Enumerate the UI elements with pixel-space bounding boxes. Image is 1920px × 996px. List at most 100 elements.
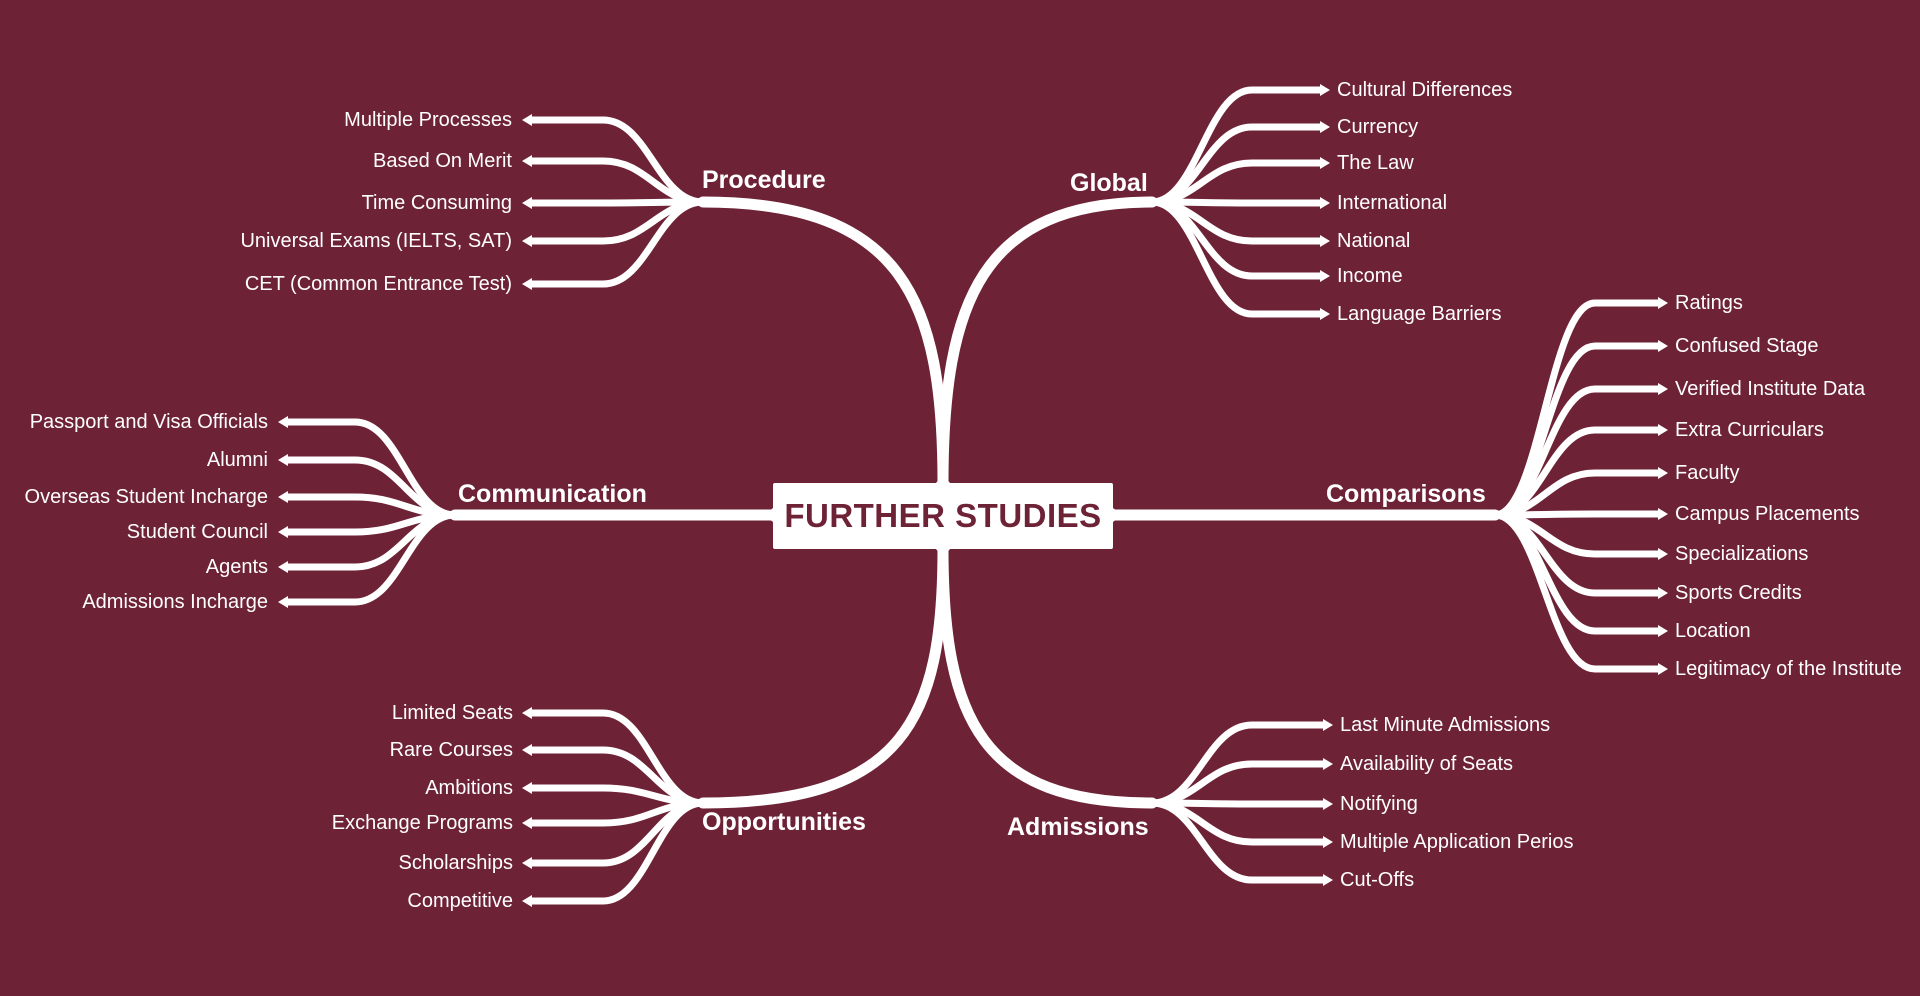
- leaf-arrow-tip: [522, 235, 532, 247]
- leaf-admissions-4: Cut-Offs: [1340, 869, 1415, 891]
- leaf-arrow-tip: [1658, 663, 1668, 675]
- leaf-arrow-tip: [522, 782, 532, 794]
- leaf-arrow-tip: [1320, 235, 1330, 247]
- branch-label-admissions: Admissions: [1007, 813, 1149, 841]
- leaf-communication-5: Admissions Incharge: [82, 591, 268, 613]
- leaf-global-1: Currency: [1337, 116, 1419, 138]
- leaf-arrow-tip: [522, 278, 532, 290]
- leaf-connector-comparisons: [1491, 511, 1664, 673]
- leaf-arrow-tip: [278, 454, 288, 466]
- leaf-arrow-tip: [278, 561, 288, 573]
- leaf-arrow-tip: [522, 895, 532, 907]
- leaf-comparisons-5: Campus Placements: [1675, 503, 1860, 525]
- leaf-arrow-tip: [1658, 625, 1668, 637]
- connector-notch: [936, 474, 950, 483]
- leaf-connector-opportunities: [526, 799, 707, 905]
- leaf-comparisons-1: Confused Stage: [1675, 335, 1819, 357]
- leaf-global-6: Language Barriers: [1337, 303, 1502, 325]
- connector-notch: [764, 508, 773, 522]
- trunk-global: [937, 196, 1158, 489]
- leaf-opportunities-0: Limited Seats: [391, 702, 513, 724]
- leaf-admissions-3: Multiple Application Perios: [1340, 831, 1574, 853]
- leaf-arrow-tip: [278, 596, 288, 608]
- leaf-procedure-0: Multiple Processes: [344, 109, 512, 131]
- leaf-communication-4: Agents: [205, 556, 268, 578]
- leaf-arrow-tip: [1658, 467, 1668, 479]
- leaf-comparisons-4: Faculty: [1675, 462, 1740, 484]
- leaf-global-5: Income: [1337, 265, 1403, 287]
- leaf-arrow-tip: [1320, 121, 1330, 133]
- leaf-arrow-tip: [1320, 197, 1330, 209]
- leaf-arrow-tip: [1320, 308, 1330, 320]
- leaf-connector-admissions: [1148, 799, 1329, 884]
- leaf-connector-procedure: [526, 198, 707, 288]
- leaf-comparisons-7: Sports Credits: [1675, 582, 1802, 604]
- branch-label-procedure: Procedure: [702, 166, 826, 194]
- leaf-arrow-tip: [1658, 508, 1668, 520]
- leaf-arrow-tip: [1323, 874, 1333, 886]
- leaf-procedure-4: CET (Common Entrance Test): [244, 273, 512, 295]
- leaf-global-4: National: [1337, 230, 1411, 252]
- leaf-arrow-tip: [522, 857, 532, 869]
- leaf-comparisons-6: Specializations: [1675, 543, 1809, 565]
- leaf-opportunities-2: Ambitions: [425, 777, 513, 799]
- leaf-arrow-tip: [522, 744, 532, 756]
- leaf-arrow-tip: [1658, 548, 1668, 560]
- leaf-admissions-1: Availability of Seats: [1340, 753, 1514, 775]
- leaf-arrow-tip: [1658, 383, 1668, 395]
- leaf-arrow-tip: [522, 707, 532, 719]
- leaf-arrow-tip: [1658, 297, 1668, 309]
- leaf-admissions-0: Last Minute Admissions: [1340, 714, 1551, 736]
- leaf-arrow-tip: [278, 526, 288, 538]
- leaf-arrow-tip: [1658, 587, 1668, 599]
- connector-notch: [936, 549, 950, 558]
- leaf-communication-0: Passport and Visa Officials: [29, 411, 268, 433]
- leaf-opportunities-3: Exchange Programs: [331, 812, 513, 834]
- leaf-arrow-tip: [1320, 270, 1330, 282]
- leaf-arrow-tip: [522, 114, 532, 126]
- leaf-arrow-tip: [1323, 836, 1333, 848]
- leaf-arrow-tip: [1320, 157, 1330, 169]
- leaf-global-3: International: [1337, 192, 1448, 214]
- connector-notch: [1113, 508, 1122, 522]
- branch-label-opportunities: Opportunities: [702, 808, 866, 836]
- leaf-opportunities-1: Rare Courses: [389, 739, 513, 761]
- leaf-communication-3: Student Council: [126, 521, 268, 543]
- leaf-arrow-tip: [278, 416, 288, 428]
- leaf-arrow-tip: [1658, 424, 1668, 436]
- leaf-communication-1: Alumni: [206, 449, 268, 471]
- leaf-arrow-tip: [278, 491, 288, 503]
- leaf-communication-2: Overseas Student Incharge: [24, 486, 268, 508]
- leaf-comparisons-0: Ratings: [1675, 292, 1743, 314]
- leaf-connector-global: [1148, 198, 1326, 318]
- leaf-comparisons-3: Extra Curriculars: [1675, 419, 1824, 441]
- leaf-global-2: The Law: [1337, 152, 1414, 174]
- leaf-comparisons-9: Legitimacy of the Institute: [1675, 658, 1902, 680]
- leaf-arrow-tip: [1323, 719, 1333, 731]
- leaf-arrow-tip: [522, 155, 532, 167]
- leaf-opportunities-5: Competitive: [407, 890, 513, 912]
- branch-label-communication: Communication: [458, 480, 647, 508]
- trunk-admissions: [937, 543, 1158, 809]
- branch-label-global: Global: [1070, 169, 1148, 197]
- leaf-arrow-tip: [522, 817, 532, 829]
- leaf-admissions-2: Notifying: [1340, 793, 1418, 815]
- leaf-procedure-3: Universal Exams (IELTS, SAT): [240, 230, 512, 252]
- central-topic: FURTHER STUDIES: [773, 483, 1113, 549]
- leaf-connector-communication: [282, 511, 459, 606]
- branch-label-comparisons: Comparisons: [1326, 480, 1486, 508]
- leaf-arrow-tip: [1323, 798, 1333, 810]
- leaf-comparisons-8: Location: [1675, 620, 1751, 642]
- leaf-comparisons-2: Verified Institute Data: [1675, 378, 1866, 400]
- leaf-procedure-1: Based On Merit: [373, 150, 512, 172]
- leaf-global-0: Cultural Differences: [1337, 79, 1513, 101]
- leaf-procedure-2: Time Consuming: [361, 192, 512, 214]
- leaf-arrow-tip: [1323, 758, 1333, 770]
- leaf-opportunities-4: Scholarships: [398, 852, 513, 874]
- leaf-arrow-tip: [1658, 340, 1668, 352]
- leaf-arrow-tip: [1320, 84, 1330, 96]
- leaf-arrow-tip: [522, 197, 532, 209]
